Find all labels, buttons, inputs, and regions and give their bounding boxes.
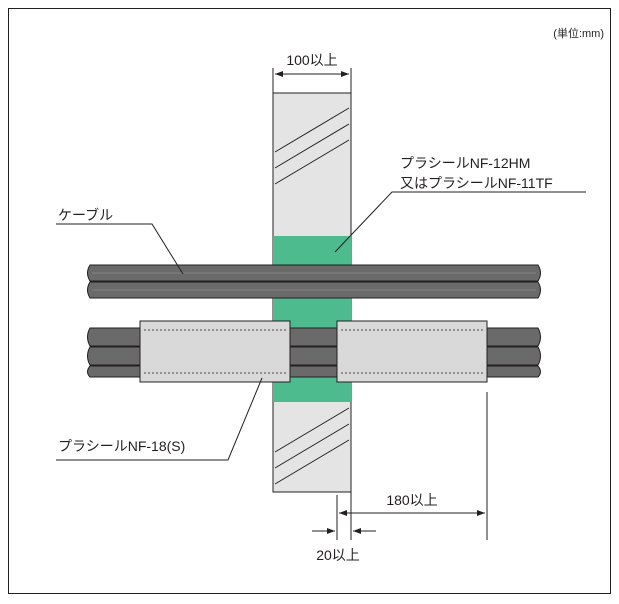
cable-callout: ケーブル <box>56 207 184 275</box>
sleeve-label: プラシールNF-18(S) <box>58 438 185 454</box>
diagram-frame <box>8 8 611 594</box>
wall-hatch-line <box>274 439 350 485</box>
sleeve-protrusion-label: 20以上 <box>316 547 360 563</box>
dimension-wall-thickness: 100以上 <box>272 52 352 93</box>
wall-hatch-line <box>274 139 350 185</box>
seal-material-label-line1: プラシールNF-12HM <box>400 155 530 171</box>
seal-material-callout: プラシールNF-12HM 又はプラシールNF-11TF <box>334 155 586 253</box>
seal-material-label-line2: 又はプラシールNF-11TF <box>400 175 553 191</box>
unit-note: (単位:mm) <box>553 26 604 40</box>
cable-top <box>87 264 541 299</box>
wall-hatch-line <box>274 107 350 153</box>
sleeve-length-label: 180以上 <box>386 492 437 508</box>
dimension-sleeve-length: 180以上 <box>336 392 488 540</box>
dimension-sleeve-protrusion: 20以上 <box>312 492 376 563</box>
wall-thickness-label: 100以上 <box>286 52 337 68</box>
sleeve-right <box>336 320 488 383</box>
sleeve-callout: プラシールNF-18(S) <box>56 377 263 461</box>
sleeve-left <box>139 320 291 383</box>
cable-label: ケーブル <box>58 207 113 223</box>
wall-hatch-line <box>274 423 350 469</box>
wall-hatch-line <box>274 123 350 169</box>
wall-hatch-line <box>274 407 350 453</box>
